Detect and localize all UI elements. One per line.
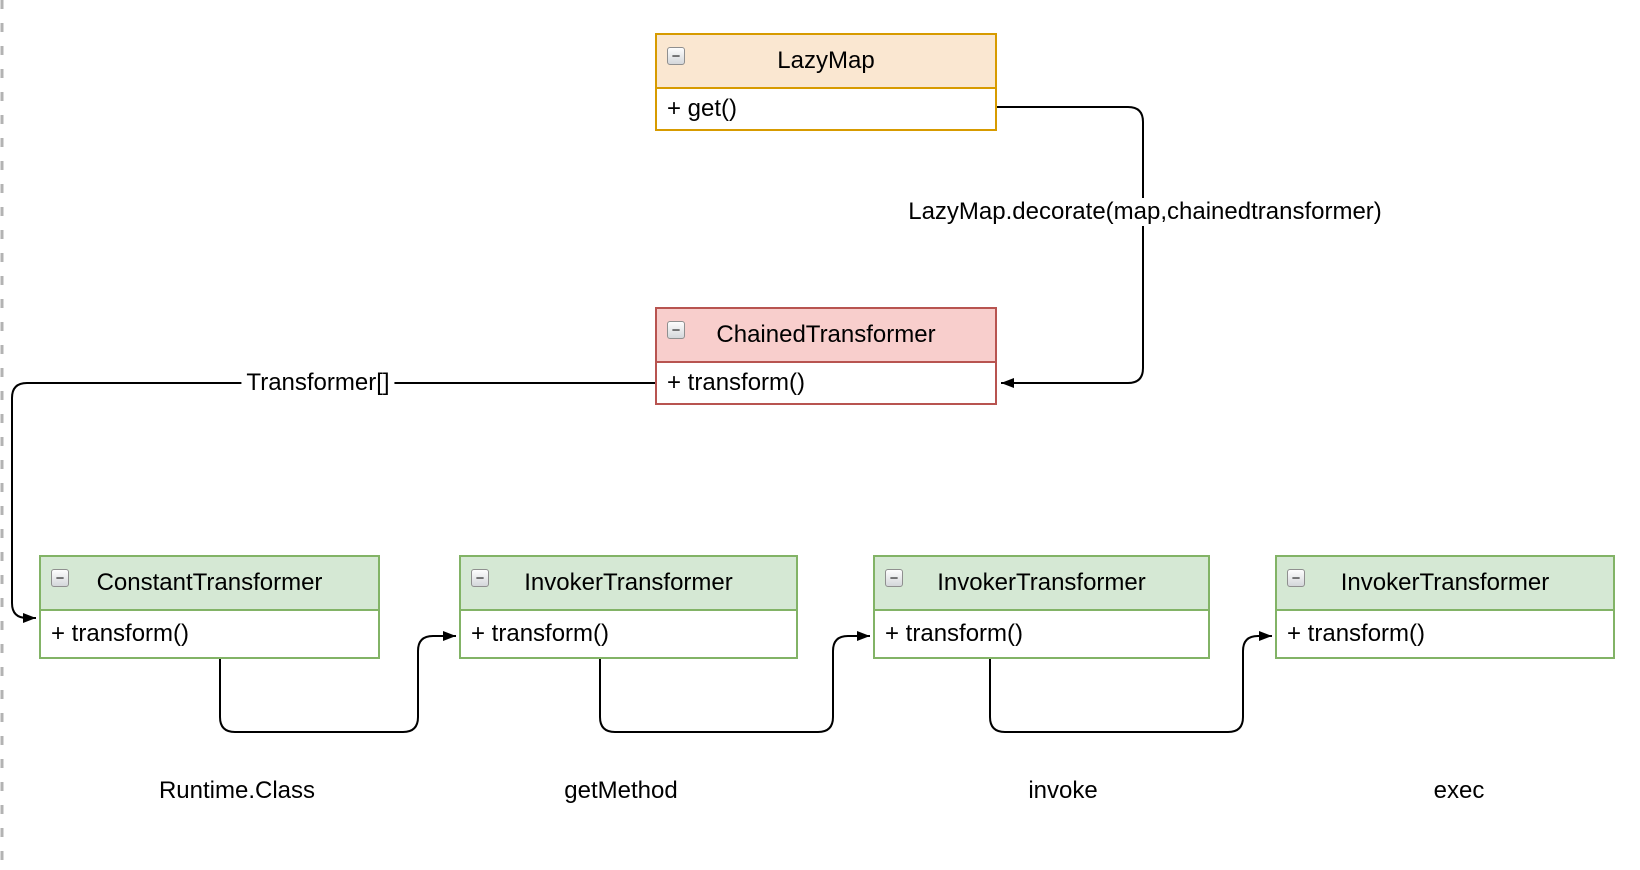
chain-step-label-exec[interactable]: exec [1433,777,1485,804]
edge-chainedtransformer-to-constanttransformer[interactable] [11,382,655,623]
collapse-minus-icon[interactable]: − [885,569,903,587]
node-title: ConstantTransformer [96,569,323,596]
class-node-chainedtransformer[interactable]: − ChainedTransformer + transform() [655,307,997,405]
node-header[interactable]: − LazyMap [657,35,995,89]
node-title: InvokerTransformer [524,569,733,596]
class-node-invokertransformer-2[interactable]: − InvokerTransformer + transform() [873,555,1210,659]
node-method-row[interactable]: + get() [657,89,995,129]
node-header[interactable]: − InvokerTransformer [1277,557,1613,611]
method-label: + transform() [667,369,806,396]
edge-invokertransformer-2-to-invokertransformer-3[interactable] [989,631,1272,733]
node-method-row[interactable]: + transform() [41,611,378,657]
class-node-invokertransformer-1[interactable]: − InvokerTransformer + transform() [459,555,798,659]
edge-lazymap-to-chainedtransformer[interactable] [997,106,1144,388]
class-node-invokertransformer-3[interactable]: − InvokerTransformer + transform() [1275,555,1615,659]
collapse-minus-icon[interactable]: − [667,321,685,339]
chain-step-label-invoke[interactable]: invoke [1028,777,1098,804]
node-method-row[interactable]: + transform() [657,363,995,403]
class-node-lazymap[interactable]: − LazyMap + get() [655,33,997,131]
chain-step-label-getmethod[interactable]: getMethod [564,777,678,804]
edge-label-decorate-call[interactable]: LazyMap.decorate(map,chainedtransformer) [903,198,1387,226]
node-title: ChainedTransformer [716,321,936,348]
node-method-row[interactable]: + transform() [461,611,796,657]
collapse-minus-icon[interactable]: − [471,569,489,587]
edge-invokertransformer-1-to-invokertransformer-2[interactable] [599,631,870,733]
node-header[interactable]: − InvokerTransformer [875,557,1208,611]
edge-constanttransformer-to-invokertransformer-1[interactable] [219,631,456,733]
edge-label-transformer-array[interactable]: Transformer[] [241,369,395,397]
node-title: InvokerTransformer [937,569,1146,596]
node-title: LazyMap [777,47,875,74]
chain-step-label-runtime-class[interactable]: Runtime.Class [158,777,316,804]
method-label: + transform() [471,620,610,647]
method-label: + transform() [1287,620,1426,647]
collapse-minus-icon[interactable]: − [667,47,685,65]
method-label: + get() [667,95,738,122]
node-header[interactable]: − ChainedTransformer [657,309,995,363]
node-title: InvokerTransformer [1340,569,1550,596]
collapse-minus-icon[interactable]: − [51,569,69,587]
node-header[interactable]: − ConstantTransformer [41,557,378,611]
collapse-minus-icon[interactable]: − [1287,569,1305,587]
method-label: + transform() [51,620,190,647]
node-method-row[interactable]: + transform() [1277,611,1613,657]
method-label: + transform() [885,620,1024,647]
node-method-row[interactable]: + transform() [875,611,1208,657]
class-node-constanttransformer[interactable]: − ConstantTransformer + transform() [39,555,380,659]
node-header[interactable]: − InvokerTransformer [461,557,796,611]
